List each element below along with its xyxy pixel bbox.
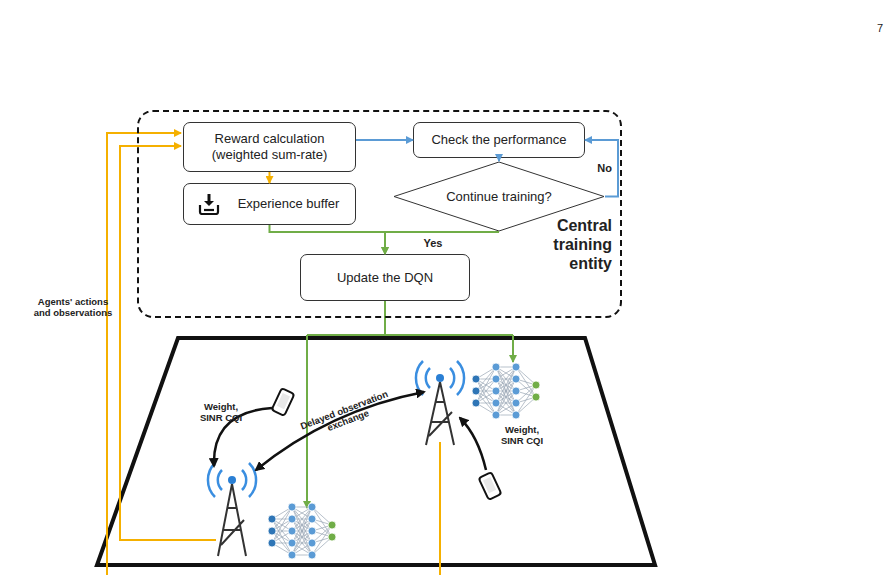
flow-connector xyxy=(269,172,271,183)
nn-neuron xyxy=(472,387,480,395)
nn-link xyxy=(272,507,292,543)
nn-neuron xyxy=(492,375,500,383)
nn-neuron xyxy=(532,393,540,401)
nn-neuron xyxy=(268,515,276,523)
nn-neuron xyxy=(308,527,316,535)
nn-neuron xyxy=(308,503,316,511)
nn-neuron xyxy=(308,551,316,559)
nn-neuron xyxy=(288,551,296,559)
nn-neuron xyxy=(268,539,276,547)
signal-label: Weight, SINR CQI xyxy=(494,424,550,446)
node-text: Experience buffer xyxy=(238,196,340,212)
model-line xyxy=(512,335,514,362)
flow-connector xyxy=(356,139,413,141)
nn-link xyxy=(292,519,312,555)
link-label: Delayed observation exchange xyxy=(290,385,402,446)
nn-neuron xyxy=(492,411,500,419)
nn-neuron xyxy=(492,399,500,407)
nn-neuron xyxy=(268,527,276,535)
nn-neuron xyxy=(308,515,316,523)
flow-connector xyxy=(585,140,618,197)
process-box: Experience buffer xyxy=(183,183,356,225)
exchange-arrow xyxy=(256,392,424,470)
nn-link xyxy=(476,367,496,403)
download-icon xyxy=(198,193,220,215)
diamond-shape xyxy=(394,162,604,231)
nn-neuron xyxy=(492,363,500,371)
node-text: Check the performance xyxy=(431,132,566,148)
feedback-line xyxy=(107,133,440,575)
node-text: Continue training? xyxy=(446,189,552,204)
nn-neuron xyxy=(472,375,480,383)
node-text: Reward calculation (weighted sum-rate) xyxy=(192,131,347,163)
phone xyxy=(479,472,502,500)
process-box: Reward calculation (weighted sum-rate) xyxy=(183,122,356,172)
training-group: Central training entity Reward calculatio… xyxy=(137,110,622,318)
signal-label: Weight, SINR CQI xyxy=(193,401,249,423)
model-line xyxy=(307,334,513,336)
nn-neuron xyxy=(492,387,500,395)
nn-neuron xyxy=(328,533,336,541)
nn-neuron xyxy=(472,399,480,407)
nn-neuron xyxy=(512,375,520,383)
nn-neuron xyxy=(512,387,520,395)
nn-neuron xyxy=(512,399,520,407)
nn-neuron xyxy=(288,539,296,547)
model-line xyxy=(384,301,386,335)
nn-neuron xyxy=(512,411,520,419)
edge-label: Yes xyxy=(413,237,453,250)
nn-neuron xyxy=(288,515,296,523)
neural-network xyxy=(268,503,336,559)
room-floor xyxy=(97,338,655,565)
page-number: 7 xyxy=(872,22,888,35)
node-text: Update the DQN xyxy=(337,270,433,286)
uplink-arrow xyxy=(460,418,486,470)
group-title: Central training entity xyxy=(528,216,612,273)
decision-diamond: Continue training? xyxy=(393,161,605,232)
nn-neuron xyxy=(512,363,520,371)
nn-neuron xyxy=(328,521,336,529)
nn-neuron xyxy=(288,503,296,511)
nn-neuron xyxy=(288,527,296,535)
nn-link xyxy=(496,379,516,415)
nn-neuron xyxy=(308,539,316,547)
nn-neuron xyxy=(532,381,540,389)
process-box: Update the DQN xyxy=(300,254,470,301)
edge-label: No xyxy=(588,162,612,175)
process-box: Check the performance xyxy=(413,122,585,158)
neural-network xyxy=(472,363,540,419)
flow-connector xyxy=(270,225,386,254)
flow-connector xyxy=(498,158,500,161)
base-station xyxy=(416,361,464,445)
phone xyxy=(272,388,295,416)
flow-connector xyxy=(385,232,499,254)
base-station xyxy=(208,463,256,556)
side-note: Agents' actions and observations xyxy=(30,296,116,318)
